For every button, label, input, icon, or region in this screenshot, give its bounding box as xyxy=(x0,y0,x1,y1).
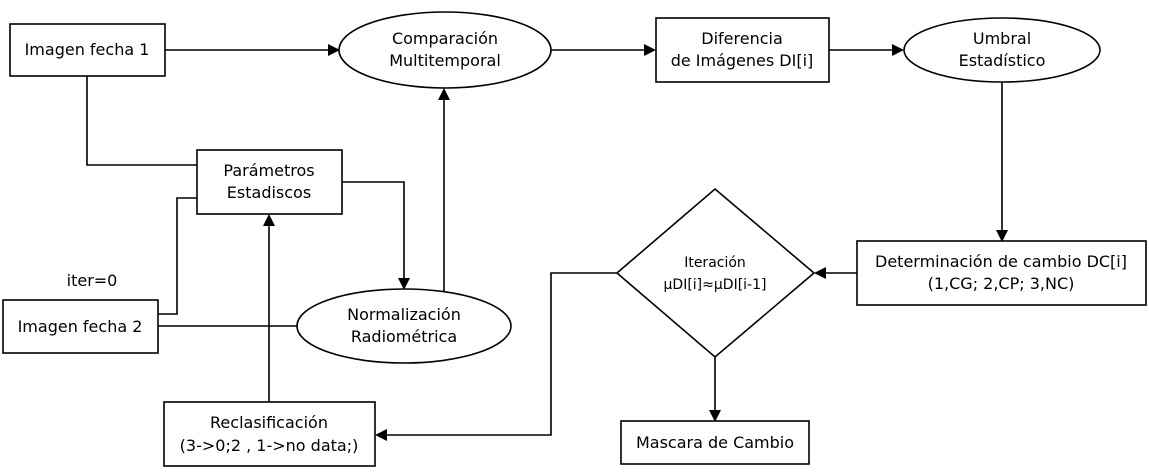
arrowhead xyxy=(814,267,826,279)
node-comparacion-multitemporal: Comparación Multitemporal xyxy=(338,11,552,89)
arrowhead xyxy=(892,44,904,56)
node-label-line-1: Comparación xyxy=(392,29,498,48)
process-box xyxy=(2,299,159,354)
process-box xyxy=(196,149,343,215)
node-label-line-2: de Imágenes DI[i] xyxy=(671,51,814,70)
node-label-line-2: Estadístico xyxy=(959,51,1046,70)
node-label-line-1: Normalización xyxy=(347,305,461,324)
edge-parametros-to-normalizacion xyxy=(342,181,405,278)
edge-imagen1-to-parametros xyxy=(86,76,197,166)
arrowhead xyxy=(328,44,340,56)
node-label-line-1: Parámetros xyxy=(223,161,314,180)
node-label-line-1: Determinación de cambio DC[i] xyxy=(875,252,1127,271)
arrowhead xyxy=(709,410,721,422)
process-box xyxy=(620,420,810,465)
edge-iteracion-to-reclasificacion xyxy=(387,272,617,436)
node-iteracion-decision: Iteración µDI[i]≈µDI[i-1] xyxy=(615,187,816,359)
node-label-line-1: Reclasificación xyxy=(210,413,328,432)
node-label-line-2: (1,CG; 2,CP; 3,NC) xyxy=(928,274,1075,293)
process-ellipse xyxy=(296,288,512,364)
node-normalizacion-radiometrica: Normalización Radiométrica xyxy=(296,288,512,364)
decision-diamond xyxy=(615,187,816,359)
node-label-line-2: Radiométrica xyxy=(351,327,457,346)
process-box xyxy=(856,240,1147,306)
node-label-line-1: Iteración xyxy=(684,255,746,271)
node-label-line-2: (3->0;2 , 1->no data;) xyxy=(180,436,359,455)
edge-imagen2-to-parametros xyxy=(158,197,197,315)
node-reclasificacion: Reclasificación (3->0;2 , 1->no data;) xyxy=(163,401,376,467)
arrowhead xyxy=(263,214,275,226)
arrowhead xyxy=(375,429,387,441)
node-label: Mascara de Cambio xyxy=(636,433,794,452)
node-mascara-cambio: Mascara de Cambio xyxy=(620,420,810,465)
node-determinacion-cambio: Determinación de cambio DC[i] (1,CG; 2,C… xyxy=(856,240,1147,306)
process-ellipse xyxy=(903,17,1101,83)
node-label-line-1: Diferencia xyxy=(701,29,783,48)
arrowhead xyxy=(438,88,450,100)
node-imagen-fecha-2: Imagen fecha 2 xyxy=(2,299,159,354)
process-ellipse xyxy=(338,11,552,89)
arrowhead xyxy=(398,278,410,290)
arrowhead xyxy=(996,230,1008,242)
node-imagen-fecha-1: Imagen fecha 1 xyxy=(9,23,166,77)
node-label: Imagen fecha 2 xyxy=(18,317,143,336)
node-label-line-1: Umbral xyxy=(973,29,1031,48)
node-label: Imagen fecha 1 xyxy=(25,40,150,59)
node-parametros-estadiscos: Parámetros Estadiscos xyxy=(196,149,343,215)
process-box xyxy=(655,17,830,83)
node-label-line-2: Estadiscos xyxy=(227,183,311,202)
process-box xyxy=(163,401,376,467)
connectors xyxy=(86,44,1008,441)
iter-label: iter=0 xyxy=(67,271,118,290)
node-umbral-estadistico: Umbral Estadístico xyxy=(903,17,1101,83)
process-box xyxy=(9,23,166,77)
arrowhead xyxy=(644,44,656,56)
node-diferencia-imagenes: Diferencia de Imágenes DI[i] xyxy=(655,17,830,83)
node-label-line-2: Multitemporal xyxy=(389,51,501,70)
node-label-line-2: µDI[i]≈µDI[i-1] xyxy=(664,277,767,293)
